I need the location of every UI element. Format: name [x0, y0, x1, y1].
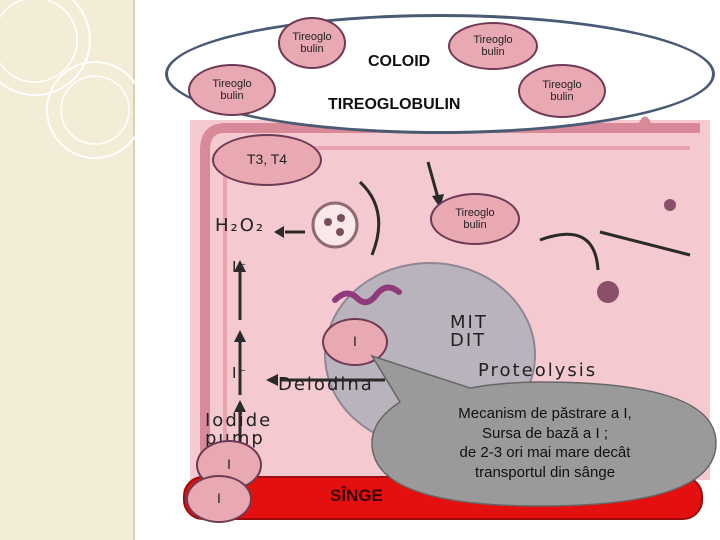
lysosome [597, 281, 619, 303]
ribosome-squiggle [332, 284, 402, 306]
tireoglobulin-bubble-3: Tireoglo bulin [188, 64, 276, 116]
deiodinase-label: Deiodina [278, 374, 374, 395]
callout-text: Mecanism de păstrare a I, Sursa de bază … [458, 405, 632, 481]
tireoglobulin-label: TIREOGLOBULIN [328, 96, 461, 113]
colloid-title: COLOID [368, 53, 431, 70]
left-decorative-band [0, 0, 133, 540]
iodide-upper-label: I⁻ [232, 258, 249, 276]
tireoglobulin-bubble-1: Tireoglo bulin [278, 17, 346, 69]
mit-label: MIT [450, 312, 488, 333]
decorative-circles [0, 0, 135, 159]
iodine-blood-bubble-2: I [186, 475, 252, 523]
vesicle [311, 201, 359, 249]
cell-membrane [200, 123, 700, 480]
colloid-ellipse [165, 14, 715, 134]
left-band-divider [133, 0, 135, 540]
iodide-pump-line1: Iodide [205, 410, 273, 431]
h2o2-label: H₂O₂ [215, 215, 266, 236]
tireoglobulin-cell-bubble: Tireoglo bulin [430, 193, 520, 245]
t3-t4-bubble: T3, T4 [212, 134, 322, 186]
iodide-lower-label: I⁻ [232, 364, 249, 382]
dit-label: DIT [450, 330, 487, 351]
blood-label: SÎNGE [330, 486, 383, 505]
proteolysis-label: Proteolysis [478, 360, 598, 381]
tireoglobulin-bubble-4: Tireoglo bulin [518, 64, 606, 118]
tireoglobulin-bubble-2: Tireoglo bulin [448, 22, 538, 70]
arrow-top-down [426, 161, 440, 199]
